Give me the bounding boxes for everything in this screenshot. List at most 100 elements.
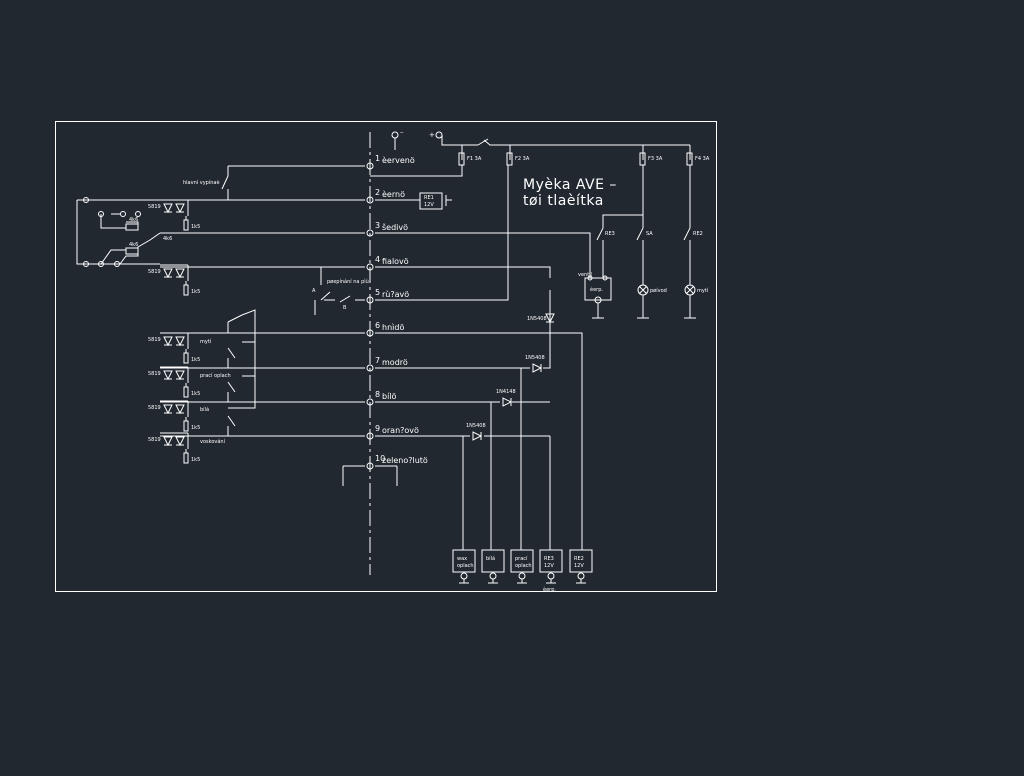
led-code: 5819 <box>148 269 161 275</box>
pin-number: 2 <box>375 188 380 197</box>
svg-text:1N4148: 1N4148 <box>496 389 516 395</box>
svg-text:4k6: 4k6 <box>129 242 138 248</box>
svg-text:RE2: RE2 <box>693 231 703 237</box>
led-code: 5819 <box>148 437 161 443</box>
led-function-label: mytí <box>200 338 212 345</box>
svg-text:1N5408: 1N5408 <box>466 423 486 429</box>
supply-minus-label: – <box>400 128 404 136</box>
pin-label: fialovö <box>382 257 409 266</box>
relay-label-2: 12V <box>574 563 584 569</box>
diagram-title-line1: Myèka AVE – <box>523 177 617 193</box>
pin-number: 9 <box>375 424 380 433</box>
pin-number: 5 <box>375 288 380 297</box>
relay-label-2: 12V <box>544 563 554 569</box>
pin-number: 4 <box>375 255 380 264</box>
pin-number: 10 <box>375 454 385 463</box>
svg-text:F2 3A: F2 3A <box>515 156 530 162</box>
supply-plus: + <box>429 131 443 139</box>
svg-text:hlavní vypínaè: hlavní vypínaè <box>183 179 220 186</box>
pin-number: 3 <box>375 221 380 230</box>
svg-text:SA: SA <box>646 231 653 237</box>
pin-number: 6 <box>375 321 380 330</box>
drawing-frame <box>55 121 717 592</box>
supply-plus-label: + <box>429 131 435 139</box>
right-section: RE3 SA RE2 èerp. ventil pøívod mytí <box>578 165 709 319</box>
pin-label: bílö <box>382 392 397 401</box>
svg-text:RE3: RE3 <box>605 231 615 237</box>
wiring-left <box>160 165 591 550</box>
relay-label-2: oplach <box>457 563 474 569</box>
pin-label: oran?ovö <box>382 426 419 435</box>
changeover-switch: pøepínání na pìù A B <box>312 267 369 315</box>
pin-label: èervenö <box>382 155 415 165</box>
resistor-label: 1k5 <box>191 391 200 397</box>
svg-text:mytí: mytí <box>697 287 709 294</box>
svg-text:ventil: ventil <box>578 272 592 278</box>
relay-re1: RE1 12V <box>419 192 447 210</box>
left-cluster: 4k6 4k6 4k6 <box>76 197 172 267</box>
diode-4: 1N5408 <box>466 423 486 441</box>
led-function-label: prací oplach <box>200 372 231 379</box>
bottom-pump-label: èerp. <box>543 586 556 593</box>
svg-text:pøepínání na pìù: pøepínání na pìù <box>327 278 369 285</box>
svg-text:B: B <box>343 305 347 311</box>
pin-number: 7 <box>375 356 380 365</box>
diode-2: 1N5408 <box>525 355 545 373</box>
relay-label-1: RE2 <box>574 556 584 562</box>
relay-label-1: RE3 <box>544 556 554 562</box>
svg-text:RE1: RE1 <box>424 195 434 201</box>
fuse-f2: F2 3A <box>506 152 530 166</box>
resistor-label: 1k5 <box>191 224 200 230</box>
pin-label: zeleno?lutö <box>382 456 428 465</box>
relay-label-1: wax <box>457 556 467 562</box>
pin-number: 1 <box>375 154 380 163</box>
led-code: 5819 <box>148 204 161 210</box>
bottom-relay-2: bílá <box>481 549 505 584</box>
pin-label: šedivö <box>382 222 408 232</box>
svg-text:èerp.: èerp. <box>590 286 603 293</box>
svg-text:pøívod: pøívod <box>650 287 667 294</box>
led-code: 5819 <box>148 337 161 343</box>
relay-label-2: oplach <box>515 563 532 569</box>
pin-label: èernö <box>382 189 405 199</box>
diode-3: 1N4148 <box>496 389 516 407</box>
pin-label: rù?avö <box>382 290 409 299</box>
relay-label-1: prací <box>515 555 528 562</box>
svg-text:1N5408: 1N5408 <box>525 355 545 361</box>
svg-text:F1 3A: F1 3A <box>467 156 482 162</box>
led-group-2: 5819 1k5 <box>148 264 200 296</box>
svg-text:4k6: 4k6 <box>129 217 138 223</box>
resistor-label: 1k5 <box>191 457 200 463</box>
diagram-title-line2: tøi tlaèítka <box>523 193 604 209</box>
led-group-1: 5819 1k5 <box>148 199 200 231</box>
pin-number: 8 <box>375 390 380 399</box>
resistor-label: 1k5 <box>191 425 200 431</box>
svg-text:12V: 12V <box>424 202 434 208</box>
push-switches <box>227 309 256 436</box>
svg-text:4k6: 4k6 <box>163 236 172 242</box>
diode-1: 1N5408 <box>527 313 555 324</box>
pin-label: hnìdö <box>382 323 404 332</box>
resistor-label: 1k5 <box>191 289 200 295</box>
